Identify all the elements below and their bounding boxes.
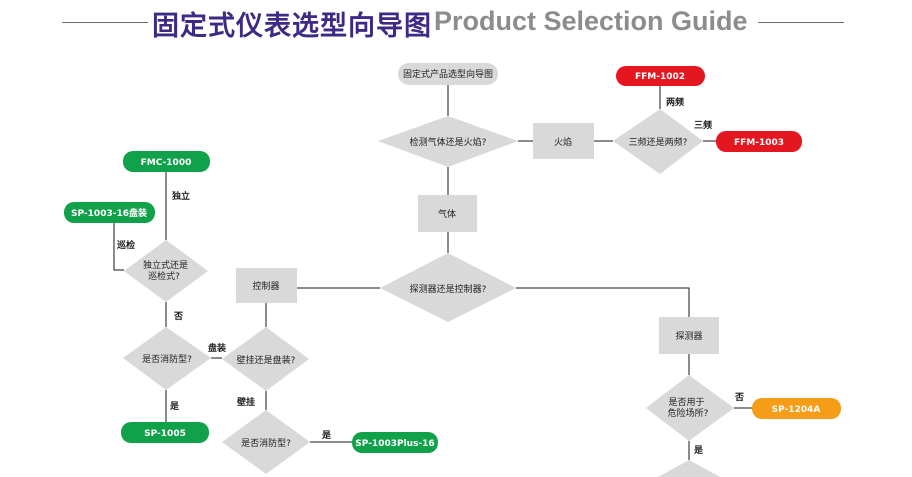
terminal-sp1005-label: SP-1005 [144,429,186,439]
terminal-sp1204a-label: SP-1204A [772,405,821,415]
terminal-fmc1000-label: FMC-1000 [141,158,192,168]
node-flame: 火焰 [533,123,594,159]
terminal-sp1204a: SP-1204A [752,398,841,419]
edge-label-no-right: 否 [734,392,744,403]
node-q-fire-proof-bottom: 是否消防型? [222,410,310,474]
node-q-fire-proof-left-label: 是否消防型? [142,353,192,365]
terminal-sp1003-16: SP-1003-16盘装 [64,202,155,223]
node-q-wall-or-panel-label: 壁挂还是盘装? [237,354,296,366]
node-q-detector-or-controller: 探测器还是控制器? [380,253,516,322]
node-q-wall-or-panel: 壁挂还是盘装? [222,327,309,391]
header: 固定式仪表选型向导图 Product Selection Guide [0,0,912,48]
terminal-ffm1003: FFM-1003 [716,131,802,152]
node-q-independent-or-patrol-label: 独立式还是 巡检式? [143,259,191,282]
header-rule-right [758,22,844,23]
node-detector: 探测器 [659,317,719,354]
header-rule-left [62,22,148,23]
title-english: Product Selection Guide [434,6,748,36]
node-q-fire-proof-bottom-label: 是否消防型? [241,437,291,449]
terminal-sp1003plus16: SP-1003Plus-16 [352,432,438,453]
edge-label-triple: 三频 [694,119,712,131]
edge-label-yes-bottom: 是 [321,430,332,441]
node-q-gas-or-flame-label: 检测气体还是火焰? [410,136,487,148]
node-start: 固定式产品选型向导图 [398,63,498,85]
node-controller: 控制器 [236,268,297,303]
edge-label-no-left: 否 [173,311,183,322]
terminal-sp1003-16-label: SP-1003-16盘装 [71,207,148,219]
edge-label-yes-left: 是 [169,401,180,412]
node-controller-label: 控制器 [252,280,279,292]
node-flame-label: 火焰 [554,136,572,148]
line-q3-to-detector [516,287,690,317]
terminal-sp1003plus16-label: SP-1003Plus-16 [355,439,434,449]
node-start-label: 固定式产品选型向导图 [403,68,493,80]
node-gas: 气体 [418,195,477,232]
edge-label-independent: 独立 [171,190,190,202]
node-q-triple-or-dual: 三频还是两频? [613,109,703,174]
terminal-ffm1002: FFM-1002 [616,66,705,86]
node-q-triple-or-dual-label: 三频还是两频? [629,136,688,148]
node-q-detector-or-controller-label: 探测器还是控制器? [410,283,487,295]
connectors [113,85,752,460]
node-q-independent-or-patrol: 独立式还是 巡检式? [124,240,208,302]
edge-label-patrol: 巡检 [117,239,135,251]
edge-label-yes-right: 是 [693,445,704,456]
edge-label-panel: 盘装 [208,342,227,354]
node-q-hazardous-label: 是否用于 危险场所? [668,397,709,419]
line-sp100316-to-q5 [113,223,124,271]
node-gas-label: 气体 [438,208,456,220]
node-partial-bottom [658,460,720,477]
node-q-fire-proof-left: 是否消防型? [123,327,211,390]
title-chinese: 固定式仪表选型向导图 [152,11,432,42]
edge-label-dual: 两频 [666,96,684,108]
node-q-hazardous: 是否用于 危险场所? [646,375,734,441]
terminal-fmc1000: FMC-1000 [123,151,210,172]
terminal-sp1005: SP-1005 [121,422,209,443]
node-detector-label: 探测器 [675,330,702,342]
node-q-gas-or-flame: 检测气体还是火焰? [378,116,518,167]
terminal-ffm1003-label: FFM-1003 [734,138,784,148]
terminal-ffm1002-label: FFM-1002 [635,72,685,82]
edge-label-wall: 壁挂 [237,396,255,408]
